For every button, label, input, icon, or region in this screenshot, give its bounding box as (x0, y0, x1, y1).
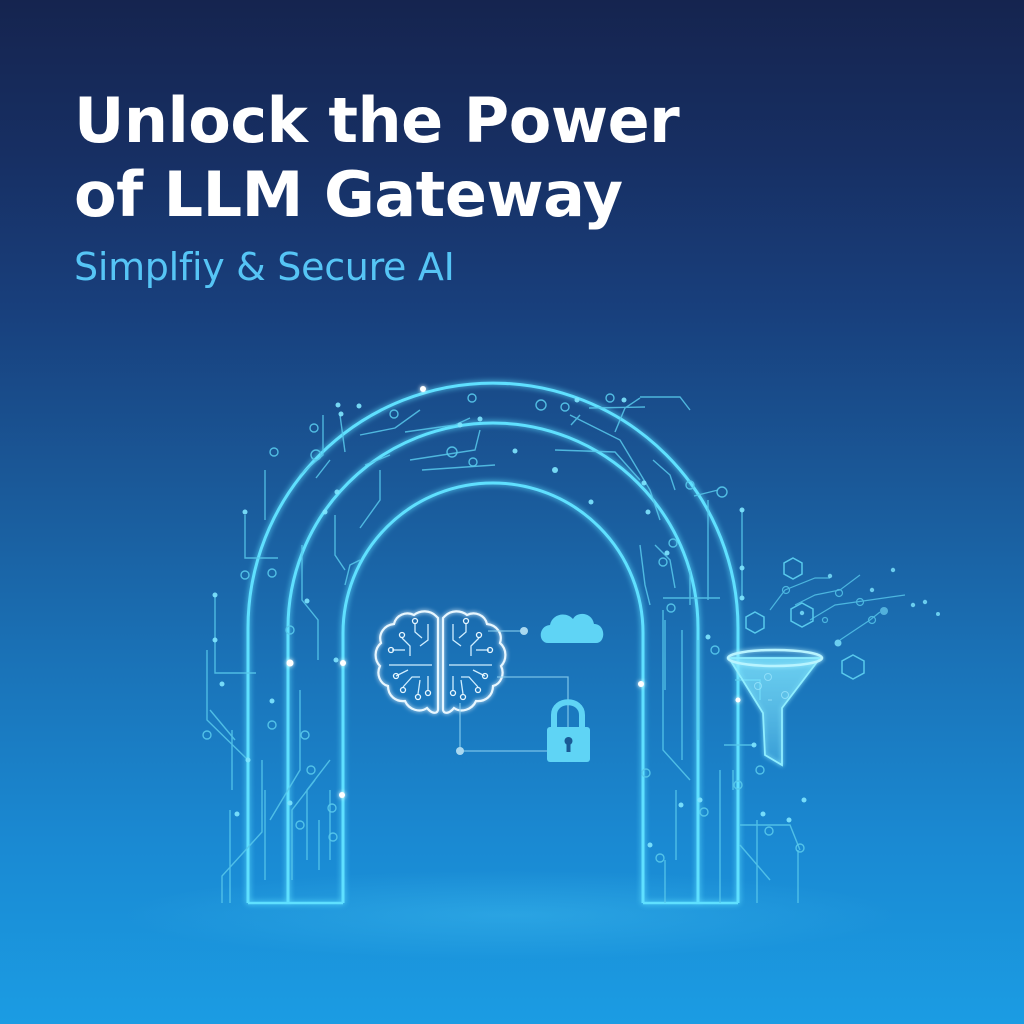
brain-circuit-icon (389, 624, 492, 695)
title-line-1: Unlock the Power (74, 84, 680, 157)
lock-icon (547, 699, 590, 762)
brain-icon (374, 610, 507, 714)
subtitle: Simplfiy & Secure AI (74, 244, 455, 289)
page-title: Unlock the Power of LLM Gateway (74, 84, 774, 233)
brain-node-icon (387, 617, 494, 701)
funnel-icon (726, 648, 824, 767)
cloud-icon (540, 613, 604, 643)
arch-icon (246, 381, 740, 905)
floor-glow (120, 870, 900, 960)
circuit-node-icon (202, 393, 805, 863)
title-line-2: of LLM Gateway (74, 158, 623, 232)
hero-section: Unlock the Power of LLM Gateway Simplfiy… (74, 84, 774, 290)
hexagon-icon (745, 557, 865, 680)
glow-point-icon (286, 386, 741, 798)
circuit-dot-icon (212, 397, 807, 848)
circuit-icon (206, 396, 801, 903)
